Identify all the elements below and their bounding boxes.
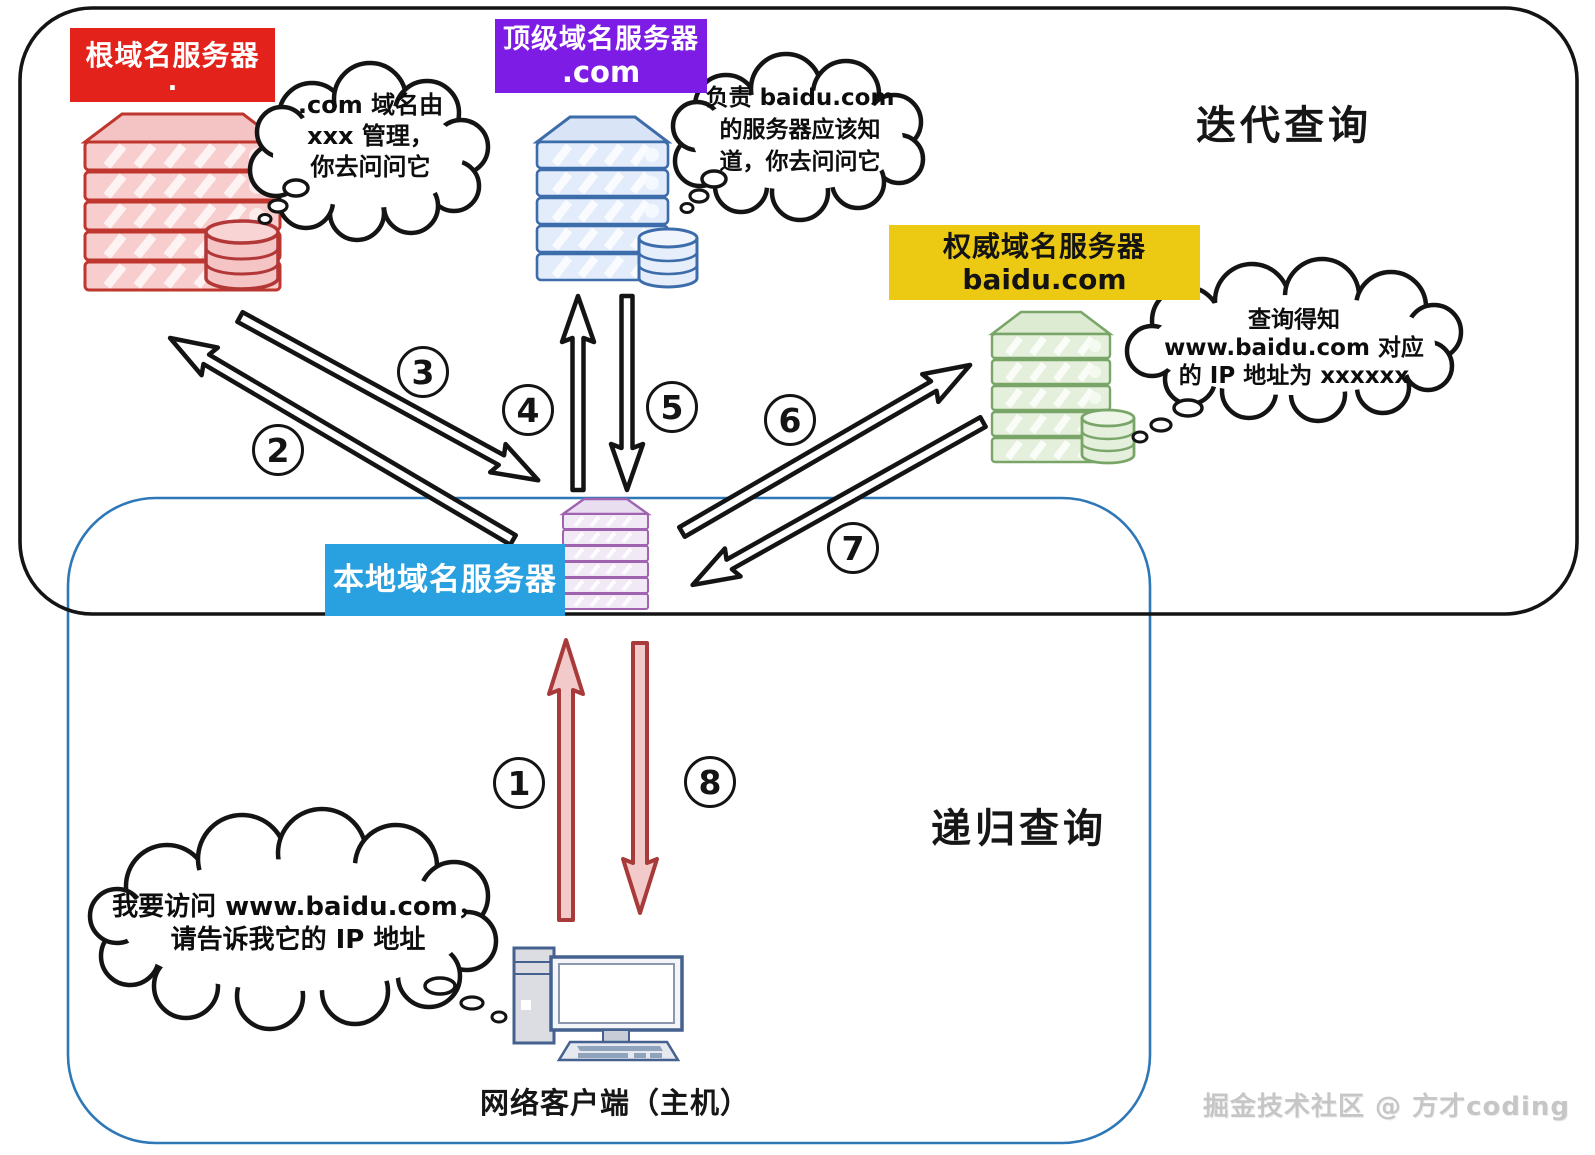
tld-server-label-line1: 顶级域名服务器: [503, 24, 699, 56]
tld-bubble-line2: 的服务器应该知: [719, 117, 881, 143]
client-bubble-line1: 我要访问 www.baidu.com，: [112, 892, 484, 922]
root-bubble-line3: 你去问问它: [310, 153, 431, 181]
tld-bubble-line3: 道，你去问问它: [719, 149, 881, 175]
authoritative-bubble-text: 查询得知 www.baidu.com 对应 的 IP 地址为 xxxxxx: [1138, 306, 1450, 390]
authoritative-database-icon: [1080, 408, 1136, 465]
arrow-step2-local-to-root: [167, 335, 519, 547]
root-thought-bubble: [247, 60, 491, 243]
root-bubble-text: .com 域名由 xxx 管理， 你去问问它: [268, 90, 473, 183]
root-bubble-line1: .com 域名由: [297, 91, 444, 119]
step-5-badge: 5: [646, 381, 698, 433]
root-server-label-line2: .: [167, 67, 178, 98]
local-server-icon: [559, 497, 652, 611]
client-caption: 网络客户端（主机）: [479, 1086, 750, 1120]
authoritative-bubble-line3: 的 IP 地址为 xxxxxx: [1178, 363, 1410, 389]
root-bubble-line2: xxx 管理，: [307, 122, 434, 150]
watermark: 掘金技术社区 @ 方才coding: [1202, 1092, 1570, 1122]
authoritative-bubble-line1: 查询得知: [1248, 307, 1340, 333]
step-7-badge: 7: [827, 522, 879, 574]
step-4-badge: 4: [502, 384, 554, 436]
client-bubble-line2: 请告诉我它的 IP 地址: [170, 925, 426, 955]
root-database-icon: [204, 219, 280, 291]
tld-database-icon: [637, 227, 699, 289]
authoritative-server-label-line2: baidu.com: [962, 262, 1127, 296]
tld-bubble-text: 负责 baidu.com 的服务器应该知 道，你去问问它: [688, 82, 912, 178]
arrow-step7-auth-to-local: [690, 414, 988, 588]
root-server-label-line1: 根域名服务器: [85, 39, 260, 73]
authoritative-thought-bubble: [1124, 256, 1464, 444]
root-server-label: 根域名服务器 .: [70, 28, 275, 102]
arrow-step4-local-to-tld: [559, 293, 597, 493]
tld-server-label: 顶级域名服务器 .com: [495, 19, 707, 93]
client-thought-bubble: [87, 806, 508, 1032]
client-computer-icon: [512, 946, 684, 1062]
local-server-label: 本地域名服务器: [325, 544, 565, 616]
tld-thought-bubble: [670, 51, 926, 223]
step-1-badge: 1: [493, 757, 545, 809]
authoritative-server-label: 权威域名服务器 baidu.com: [889, 225, 1200, 300]
arrow-step3-root-to-local: [235, 309, 541, 483]
arrow-step1-client-to-local: [547, 638, 585, 922]
authoritative-server-icon: [988, 310, 1136, 465]
authoritative-server-label-line1: 权威域名服务器: [942, 229, 1146, 263]
step-3-badge: 3: [397, 346, 449, 398]
iterative-zone-title: 迭代查询: [1196, 103, 1372, 149]
tld-server-icon: [532, 115, 699, 289]
step-8-badge: 8: [684, 756, 736, 808]
local-server-label-line1: 本地域名服务器: [333, 561, 557, 598]
authoritative-bubble-line2: www.baidu.com 对应: [1164, 335, 1424, 361]
recursive-zone-title: 递归查询: [931, 806, 1107, 852]
step-2-badge: 2: [252, 424, 304, 476]
client-bubble-text: 我要访问 www.baidu.com， 请告诉我它的 IP 地址: [103, 891, 493, 957]
tld-bubble-line1: 负责 baidu.com: [705, 85, 895, 111]
arrow-step8-local-to-client: [621, 641, 659, 915]
iterative-zone-border: [18, 6, 1579, 616]
arrow-step6-local-to-auth: [676, 362, 973, 540]
arrow-step5-tld-to-local: [608, 293, 646, 493]
step-6-badge: 6: [764, 394, 816, 446]
tld-server-label-line2: .com: [561, 54, 641, 89]
root-server-icon: [85, 112, 280, 291]
